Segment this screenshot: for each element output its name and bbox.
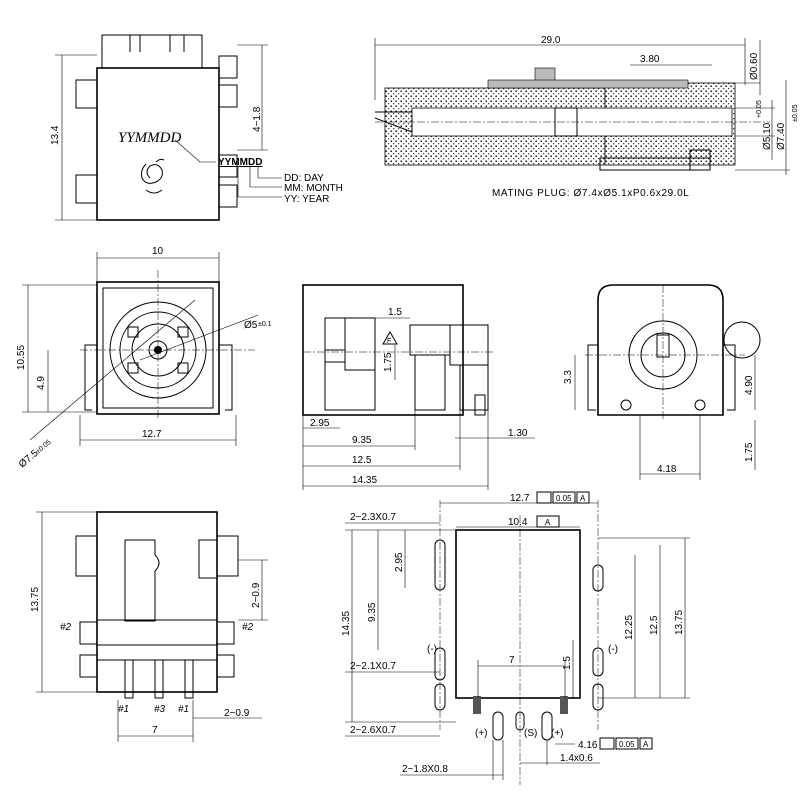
dim-2-95: 2.95 bbox=[310, 418, 330, 429]
legend-code: YYMMDD bbox=[218, 157, 262, 168]
dim-inner-dia: Ø5.10 bbox=[762, 122, 773, 150]
top-marking-view: YYMMDD YYMMDD DD: DAY MM: MONTH YY: YEAR… bbox=[50, 34, 343, 221]
date-marking: YYMMDD bbox=[118, 130, 182, 146]
dim-1-4: 1.4x0.6 bbox=[560, 753, 593, 764]
svg-text:+0.05: +0.05 bbox=[756, 100, 763, 118]
dim-2-95: 2.95 bbox=[394, 552, 405, 572]
flag-f: F bbox=[387, 338, 391, 345]
dim-4-9: 4.9 bbox=[36, 376, 47, 390]
dim-1-75: 1.75 bbox=[744, 442, 755, 462]
dim-1-75: 1.75 bbox=[383, 352, 394, 372]
legend-month: MM: MONTH bbox=[284, 183, 343, 194]
slot-bot-label: 2~2.6X0.7 bbox=[350, 725, 396, 736]
dim-10: 10 bbox=[152, 246, 164, 257]
dim-outer-dia: Ø7.40 bbox=[776, 122, 787, 150]
rear-housing bbox=[597, 284, 724, 416]
svg-text:0.05: 0.05 bbox=[619, 740, 635, 749]
dim-13-4: 13.4 bbox=[50, 125, 61, 145]
dim-9-35: 9.35 bbox=[352, 435, 372, 446]
side-view: 1.5 1.75 F 2.95 9.35 1.30 12.5 14.35 bbox=[302, 284, 535, 490]
housing-top-cap bbox=[101, 34, 203, 69]
minus-left: (-) bbox=[427, 644, 437, 655]
side-housing bbox=[302, 284, 464, 416]
svg-text:±0.05: ±0.05 bbox=[792, 104, 799, 122]
dim-wall: Ø0.60 bbox=[749, 52, 760, 80]
dim-2-0-9: 2~0.9 bbox=[251, 582, 262, 608]
dim-14-35: 14.35 bbox=[352, 475, 377, 486]
pin-plus-left: (+) bbox=[475, 728, 488, 739]
dim-3-80: 3.80 bbox=[640, 54, 660, 65]
dim-1-5: 1.5 bbox=[388, 307, 402, 318]
dim-10-4: 10.4 bbox=[508, 517, 528, 528]
svg-text:A: A bbox=[545, 518, 551, 527]
footprint-outline bbox=[455, 529, 581, 699]
dim-1-5: 1.5 bbox=[562, 656, 573, 670]
bottom-view: 13.75 2~0.9 #2 #2 #1 #3 #1 2~0.9 7 bbox=[30, 511, 268, 742]
dim-7: 7 bbox=[152, 725, 158, 736]
mating-plug-caption: MATING PLUG: Ø7.4xØ5.1xP0.6x29.0L bbox=[492, 188, 689, 199]
minus-right: (-) bbox=[608, 644, 618, 655]
svg-text:±0.05: ±0.05 bbox=[35, 439, 53, 456]
dim-12-5: 12.5 bbox=[649, 615, 660, 635]
dim-4-16: 4.16 bbox=[578, 740, 598, 751]
dim-13-75: 13.75 bbox=[30, 587, 41, 612]
pin-plus-right: (+) bbox=[551, 728, 564, 739]
pin1-left-label: #1 bbox=[118, 704, 129, 715]
dim-14-35: 14.35 bbox=[341, 611, 352, 636]
pin1-right-label: #1 bbox=[178, 704, 189, 715]
mating-plug-view: 29.0 3.80 Ø0.60 Ø5.10 +0.05 Ø7.40 ±0.05 … bbox=[374, 35, 799, 199]
dim-4-18: 4.18 bbox=[657, 464, 677, 475]
dim-12-7: 12.7 bbox=[510, 493, 530, 504]
pcb-footprint: 12.7 0.05 A 10.4 A 2~2.3X0.7 14.35 9.35 … bbox=[341, 491, 690, 785]
dim-3-3: 3.3 bbox=[563, 370, 574, 384]
dim-29-0: 29.0 bbox=[541, 35, 561, 46]
rear-view: 3.3 4.90 4.18 1.75 bbox=[563, 284, 761, 480]
pin2-left-label: #2 bbox=[60, 622, 72, 633]
slot-small-label: 2~1.8X0.8 bbox=[402, 764, 448, 775]
svg-text:A: A bbox=[643, 740, 649, 749]
dim-hole-dia: Ø5 bbox=[244, 320, 258, 331]
dim-13-75: 13.75 bbox=[674, 610, 685, 635]
pin2-right-label: #2 bbox=[242, 622, 254, 633]
dim-12-7: 12.7 bbox=[142, 429, 162, 440]
svg-text:0.05: 0.05 bbox=[556, 494, 572, 503]
svg-text:±0.1: ±0.1 bbox=[258, 321, 272, 328]
dim-12-5: 12.5 bbox=[352, 455, 372, 466]
front-view: 10 10.55 4.9 12.7 Ø5 ±0.1 Ø7.5 ±0.05 bbox=[16, 246, 272, 470]
dim-4-1-8: 4~1.8 bbox=[252, 106, 263, 132]
dim-12-25: 12.25 bbox=[624, 615, 635, 640]
dim-7-fp: 7 bbox=[509, 655, 515, 666]
svg-text:A: A bbox=[580, 494, 586, 503]
legend-day: DD: DAY bbox=[284, 173, 324, 184]
brand-logo bbox=[141, 158, 165, 194]
dim-10-55: 10.55 bbox=[16, 345, 27, 370]
dim-1-30: 1.30 bbox=[508, 428, 528, 439]
dim-4-90: 4.90 bbox=[744, 375, 755, 395]
legend-year: YY: YEAR bbox=[284, 194, 329, 205]
pin3-label: #3 bbox=[154, 704, 166, 715]
pin-switch: (S) bbox=[524, 728, 537, 739]
bottom-housing bbox=[96, 511, 218, 693]
dim-2-0-9b: 2~0.9 bbox=[224, 708, 250, 719]
dim-9-35: 9.35 bbox=[367, 602, 378, 622]
slot-mid-label: 2~2.1X0.7 bbox=[350, 661, 396, 672]
slot-top-label: 2~2.3X0.7 bbox=[350, 512, 396, 523]
